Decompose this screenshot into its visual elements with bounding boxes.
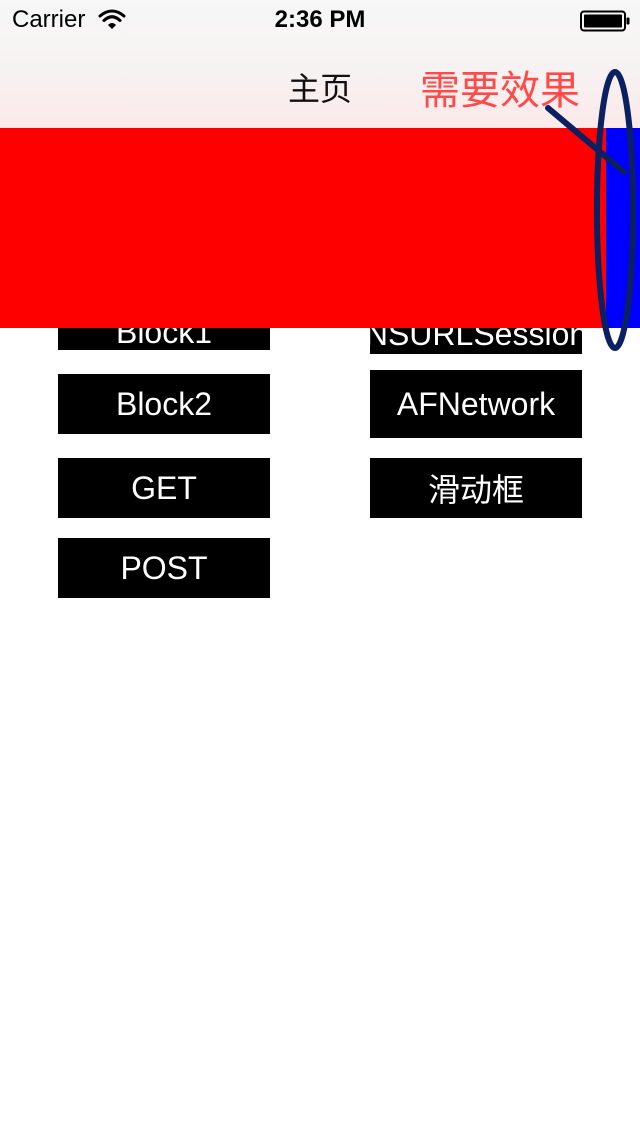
time-label: 2:36 PM <box>274 6 366 33</box>
status-bar: Carrier 2:36 PM <box>0 0 640 40</box>
get-button[interactable]: GET <box>58 458 270 518</box>
scroll-view-button[interactable]: 滑动框 <box>370 458 582 518</box>
block2-button[interactable]: Block2 <box>58 374 270 434</box>
wifi-icon <box>98 9 126 29</box>
post-button-label: POST <box>120 549 208 586</box>
red-banner <box>0 128 640 328</box>
get-button-label: GET <box>131 469 197 506</box>
afnetwork-button[interactable]: AFNetwork <box>370 370 582 438</box>
block2-button-label: Block2 <box>115 385 213 422</box>
carrier-label: Carrier <box>12 6 86 33</box>
navigation-bar: Carrier 2:36 PM 主页 需要效果 <box>0 0 640 128</box>
blue-strip <box>606 128 640 328</box>
post-button[interactable]: POST <box>58 538 270 598</box>
page-title: 主页 <box>287 71 352 107</box>
annotation-label: 需要效果 <box>420 69 580 113</box>
afnetwork-button-label: AFNetwork <box>396 385 556 422</box>
battery-icon <box>580 10 630 32</box>
scroll-view-button-label: 滑动框 <box>427 472 524 508</box>
